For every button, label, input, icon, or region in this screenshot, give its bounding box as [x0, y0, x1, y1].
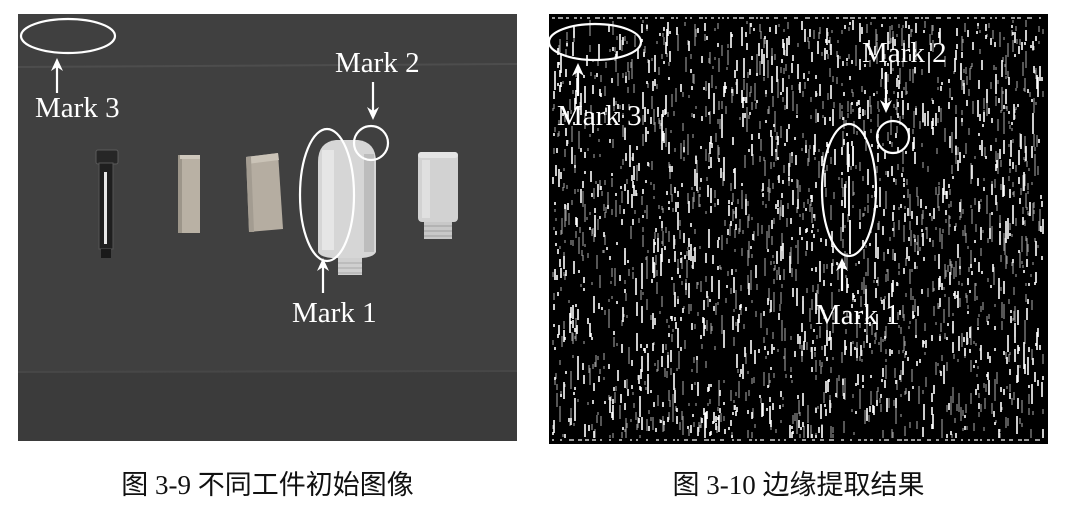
mark-3-ellipse	[19, 17, 117, 55]
mark-2-circle	[875, 119, 911, 155]
mark-2-arrow-icon	[367, 82, 379, 120]
figure-3-9-caption: 图 3-9 不同工件初始图像	[121, 470, 414, 500]
mark-2-circle	[352, 124, 390, 162]
mark-2-arrow-icon	[880, 72, 892, 113]
small-plastic-bottle	[418, 152, 458, 239]
mark-3-label: Mark 3	[35, 92, 120, 124]
cardboard-lower-panel	[18, 372, 517, 441]
mark-1-label: Mark 1	[292, 297, 377, 329]
wooden-stick	[178, 155, 200, 233]
mark-3-arrow-icon	[51, 58, 63, 93]
mark-1-ellipse	[820, 122, 878, 258]
mark-1-ellipse	[298, 127, 356, 263]
mark-3-ellipse	[549, 22, 643, 62]
figure-3-10-caption: 图 3-10 边缘提取结果	[672, 470, 925, 500]
mark-1-arrow-icon	[317, 258, 329, 293]
edge-border-dashes	[552, 17, 1041, 441]
mark-2-label: Mark 2	[335, 47, 420, 79]
cardboard-seam-top	[18, 63, 517, 68]
workpiece-photo: Mark 3 Mark 2 Mark 1	[18, 14, 517, 441]
wooden-block	[246, 153, 283, 232]
cardboard-seam-bottom	[18, 370, 517, 373]
plastic-bottle	[318, 140, 376, 275]
mark-3-arrow-icon	[572, 63, 584, 96]
mark-1-label: Mark 1	[815, 299, 900, 331]
mark-2-label: Mark 2	[862, 37, 947, 69]
edge-extraction-image: Mark 3 Mark 2 Mark 1	[549, 14, 1048, 444]
mark-3-label: Mark 3	[557, 100, 642, 132]
bottle-edge-line	[844, 142, 854, 254]
mark-1-arrow-icon	[836, 258, 848, 291]
bolt	[95, 149, 119, 258]
edge-lines-bright	[552, 20, 1044, 438]
